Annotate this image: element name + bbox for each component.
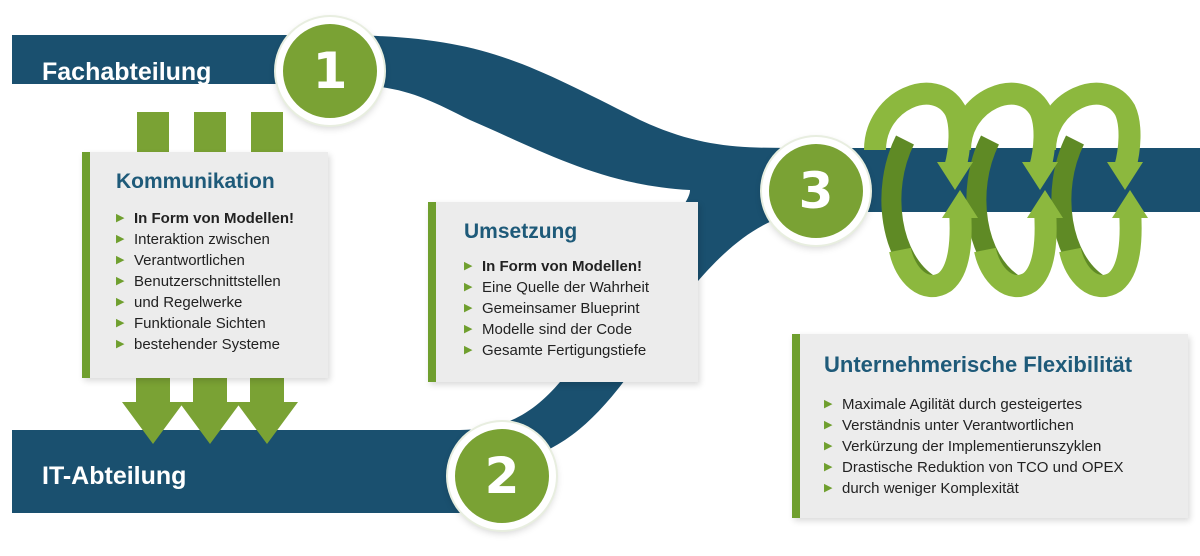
- list-item: Modelle sind der Code: [464, 319, 698, 340]
- list-item: Funktionale Sichten: [116, 313, 328, 334]
- list-item: Maximale Agilität durch gesteigertes: [824, 394, 1188, 415]
- top-band-label: Fachabteilung: [42, 58, 212, 86]
- list-item: Verständnis unter Verantwortlichen: [824, 415, 1188, 436]
- list-item: Drastische Reduktion von TCO und OPEX: [824, 457, 1188, 478]
- down-arrows-top: [137, 112, 283, 154]
- list-item: bestehender Systeme: [116, 334, 328, 355]
- list-item: durch weniger Komplexität: [824, 478, 1188, 499]
- list-item: In Form von Modellen!: [116, 208, 328, 229]
- kommunikation-box: Kommunikation In Form von Modellen! Inte…: [82, 152, 328, 378]
- list-item: Benutzerschnittstellen: [116, 271, 328, 292]
- step-1-circle: 1: [276, 17, 384, 125]
- step-2-circle: 2: [448, 422, 556, 530]
- list-item: Eine Quelle der Wahrheit: [464, 277, 698, 298]
- umsetzung-title: Umsetzung: [464, 220, 578, 243]
- list-item: In Form von Modellen!: [464, 256, 698, 277]
- kommunikation-title: Kommunikation: [116, 170, 275, 193]
- umsetzung-box: Umsetzung In Form von Modellen! Eine Que…: [428, 202, 698, 382]
- list-item: Interaktion zwischen: [116, 229, 328, 250]
- kommunikation-list: In Form von Modellen! Interaktion zwisch…: [116, 208, 328, 355]
- flexibilitaet-title: Unternehmerische Flexibilität: [824, 352, 1133, 377]
- flexibilitaet-list: Maximale Agilität durch gesteigertes Ver…: [824, 394, 1188, 499]
- bottom-band-label: IT-Abteilung: [42, 462, 187, 490]
- flexibilitaet-box: Unternehmerische Flexibilität Maximale A…: [792, 334, 1188, 518]
- down-arrows-bottom: [122, 378, 298, 444]
- list-item: Verkürzung der Implementierunszyklen: [824, 436, 1188, 457]
- merge-funnel: [330, 35, 800, 468]
- bottom-band: [12, 430, 472, 513]
- list-item: Gemeinsamer Blueprint: [464, 298, 698, 319]
- list-item: und Regelwerke: [116, 292, 328, 313]
- agile-loop-icon: [864, 82, 1148, 297]
- list-item: Verantwortlichen: [116, 250, 328, 271]
- list-item: Gesamte Fertigungstiefe: [464, 340, 698, 361]
- step-3-circle: 3: [762, 137, 870, 245]
- umsetzung-list: In Form von Modellen! Eine Quelle der Wa…: [464, 256, 698, 361]
